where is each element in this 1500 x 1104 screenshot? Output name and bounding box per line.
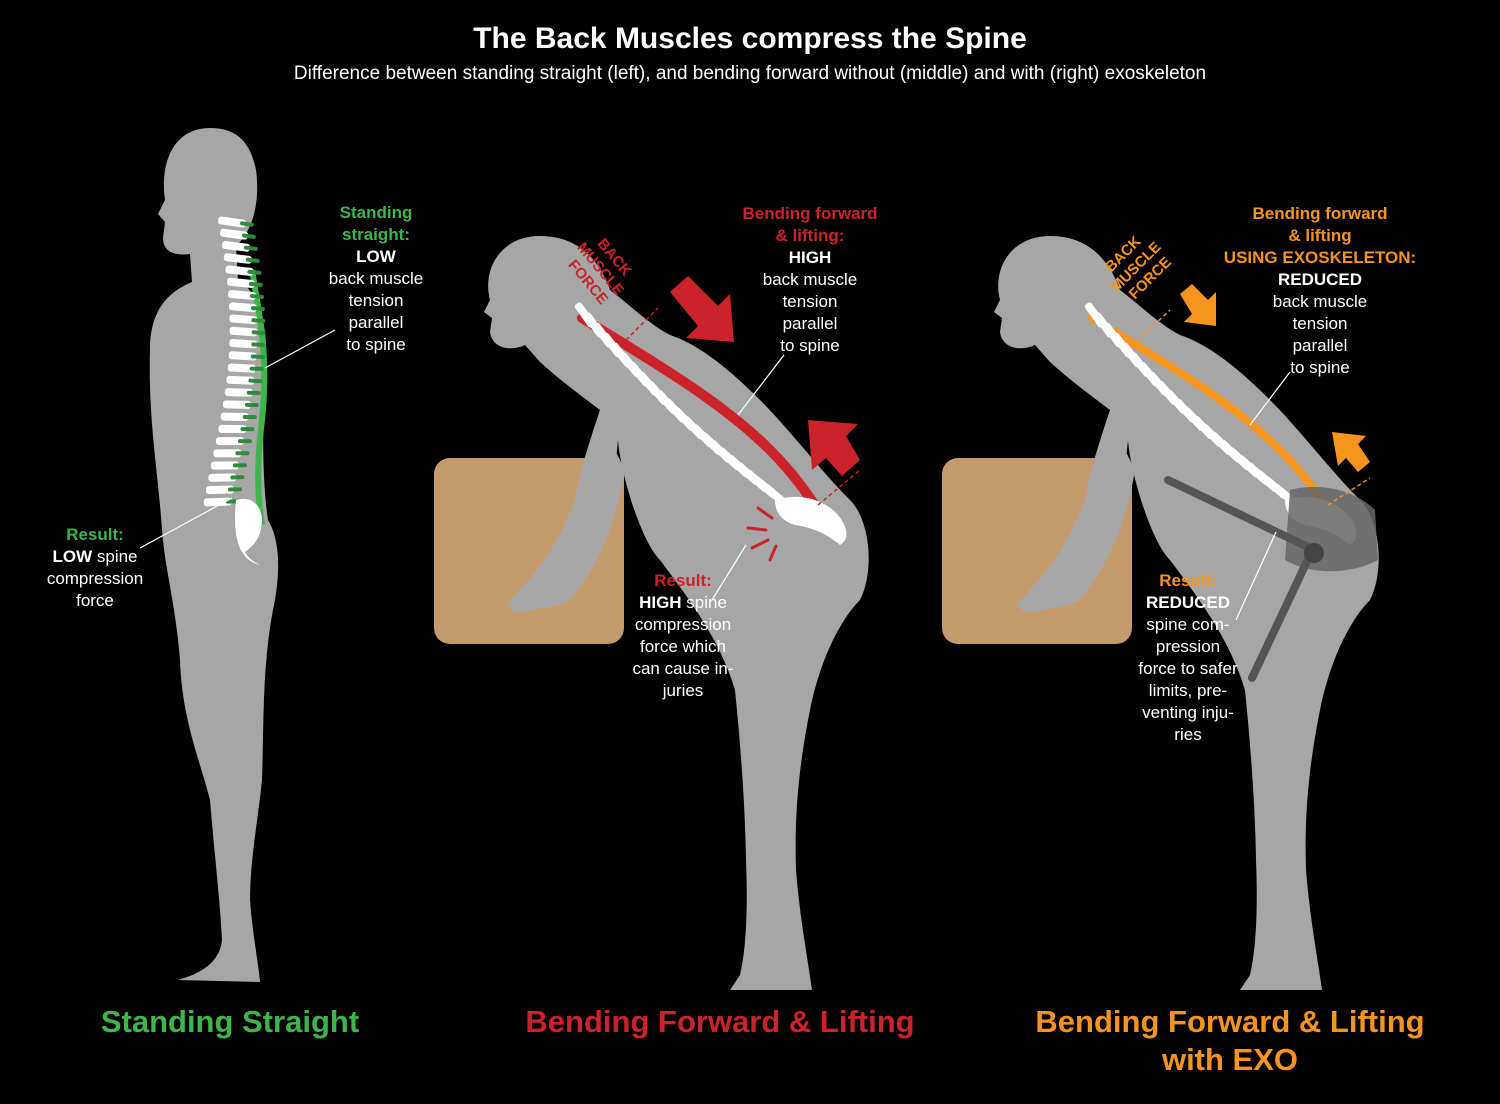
standing-result-note: Result: LOW spine compression force — [46, 525, 144, 610]
vertebra — [224, 388, 261, 397]
bending-pain-marks — [746, 506, 778, 562]
vertebra — [226, 277, 263, 288]
standing-tension-pointer — [264, 329, 336, 369]
standing-tension-note: Standing straight: LOW back muscle tensi… — [328, 203, 424, 354]
vertebra — [225, 265, 262, 276]
vertebra — [222, 400, 259, 409]
bending-figure — [434, 236, 869, 990]
vertebra — [215, 437, 252, 446]
vertebra — [227, 363, 264, 373]
vertebra — [217, 216, 254, 228]
bending-force-label: BACK MUSCLE FORCE — [560, 228, 644, 314]
exo-caption-line2: with EXO — [1161, 1042, 1299, 1077]
bending-spine — [574, 302, 847, 545]
vertebra — [205, 485, 242, 495]
exo-tension-note: Bending forward & lifting USING EXOSKELE… — [1223, 204, 1417, 377]
bending-force-arrow-up — [808, 420, 860, 476]
vertebra — [210, 461, 247, 470]
exo-force-arrow-down — [1180, 284, 1216, 326]
vertebra — [228, 290, 265, 301]
vertebra — [220, 412, 257, 421]
vertebra — [208, 473, 245, 482]
vertebra — [213, 449, 250, 458]
bending-result-note: Result: HIGH spine compression force whi… — [632, 571, 734, 700]
vertebra — [223, 253, 260, 264]
exo-caption-line1: Bending Forward & Lifting — [1035, 1004, 1425, 1039]
standing-spine — [203, 216, 268, 565]
exoskeleton — [1164, 476, 1378, 682]
vertebra — [221, 240, 258, 252]
vertebra — [229, 339, 266, 349]
exo-figure — [942, 236, 1379, 990]
vertebra — [229, 326, 266, 337]
vertebra — [229, 314, 266, 325]
standing-caption: Standing Straight — [100, 1004, 360, 1039]
exo-tension-pointer — [1249, 371, 1291, 426]
vertebra — [219, 228, 256, 240]
exo-arm — [1015, 420, 1135, 610]
bending-tension-note: Bending forward & lifting: HIGH back mus… — [742, 204, 878, 355]
exo-caption: Bending Forward & Lifting with EXO — [1000, 1003, 1460, 1079]
bending-tension-pointer — [737, 354, 785, 416]
page-subtitle: Difference between standing straight (le… — [293, 63, 1207, 84]
exo-force-arrow-up — [1332, 432, 1370, 472]
standing-figure — [139, 128, 336, 982]
exo-result-note: Result: REDUCED spine com- pression forc… — [1138, 571, 1238, 744]
vertebra — [228, 302, 265, 313]
exo-spine — [1084, 302, 1357, 545]
vertebra — [228, 351, 265, 361]
bending-arm — [505, 420, 625, 610]
exo-result-pointer — [1235, 531, 1277, 621]
bending-caption: Bending Forward & Lifting — [525, 1004, 915, 1039]
standing-result-pointer — [139, 497, 233, 549]
vertebra — [218, 424, 255, 434]
page-title: The Back Muscles compress the Spine — [473, 22, 1027, 55]
vertebra — [226, 375, 263, 385]
bending-result-pointer — [711, 544, 747, 601]
bending-force-arrow-down — [670, 276, 734, 342]
